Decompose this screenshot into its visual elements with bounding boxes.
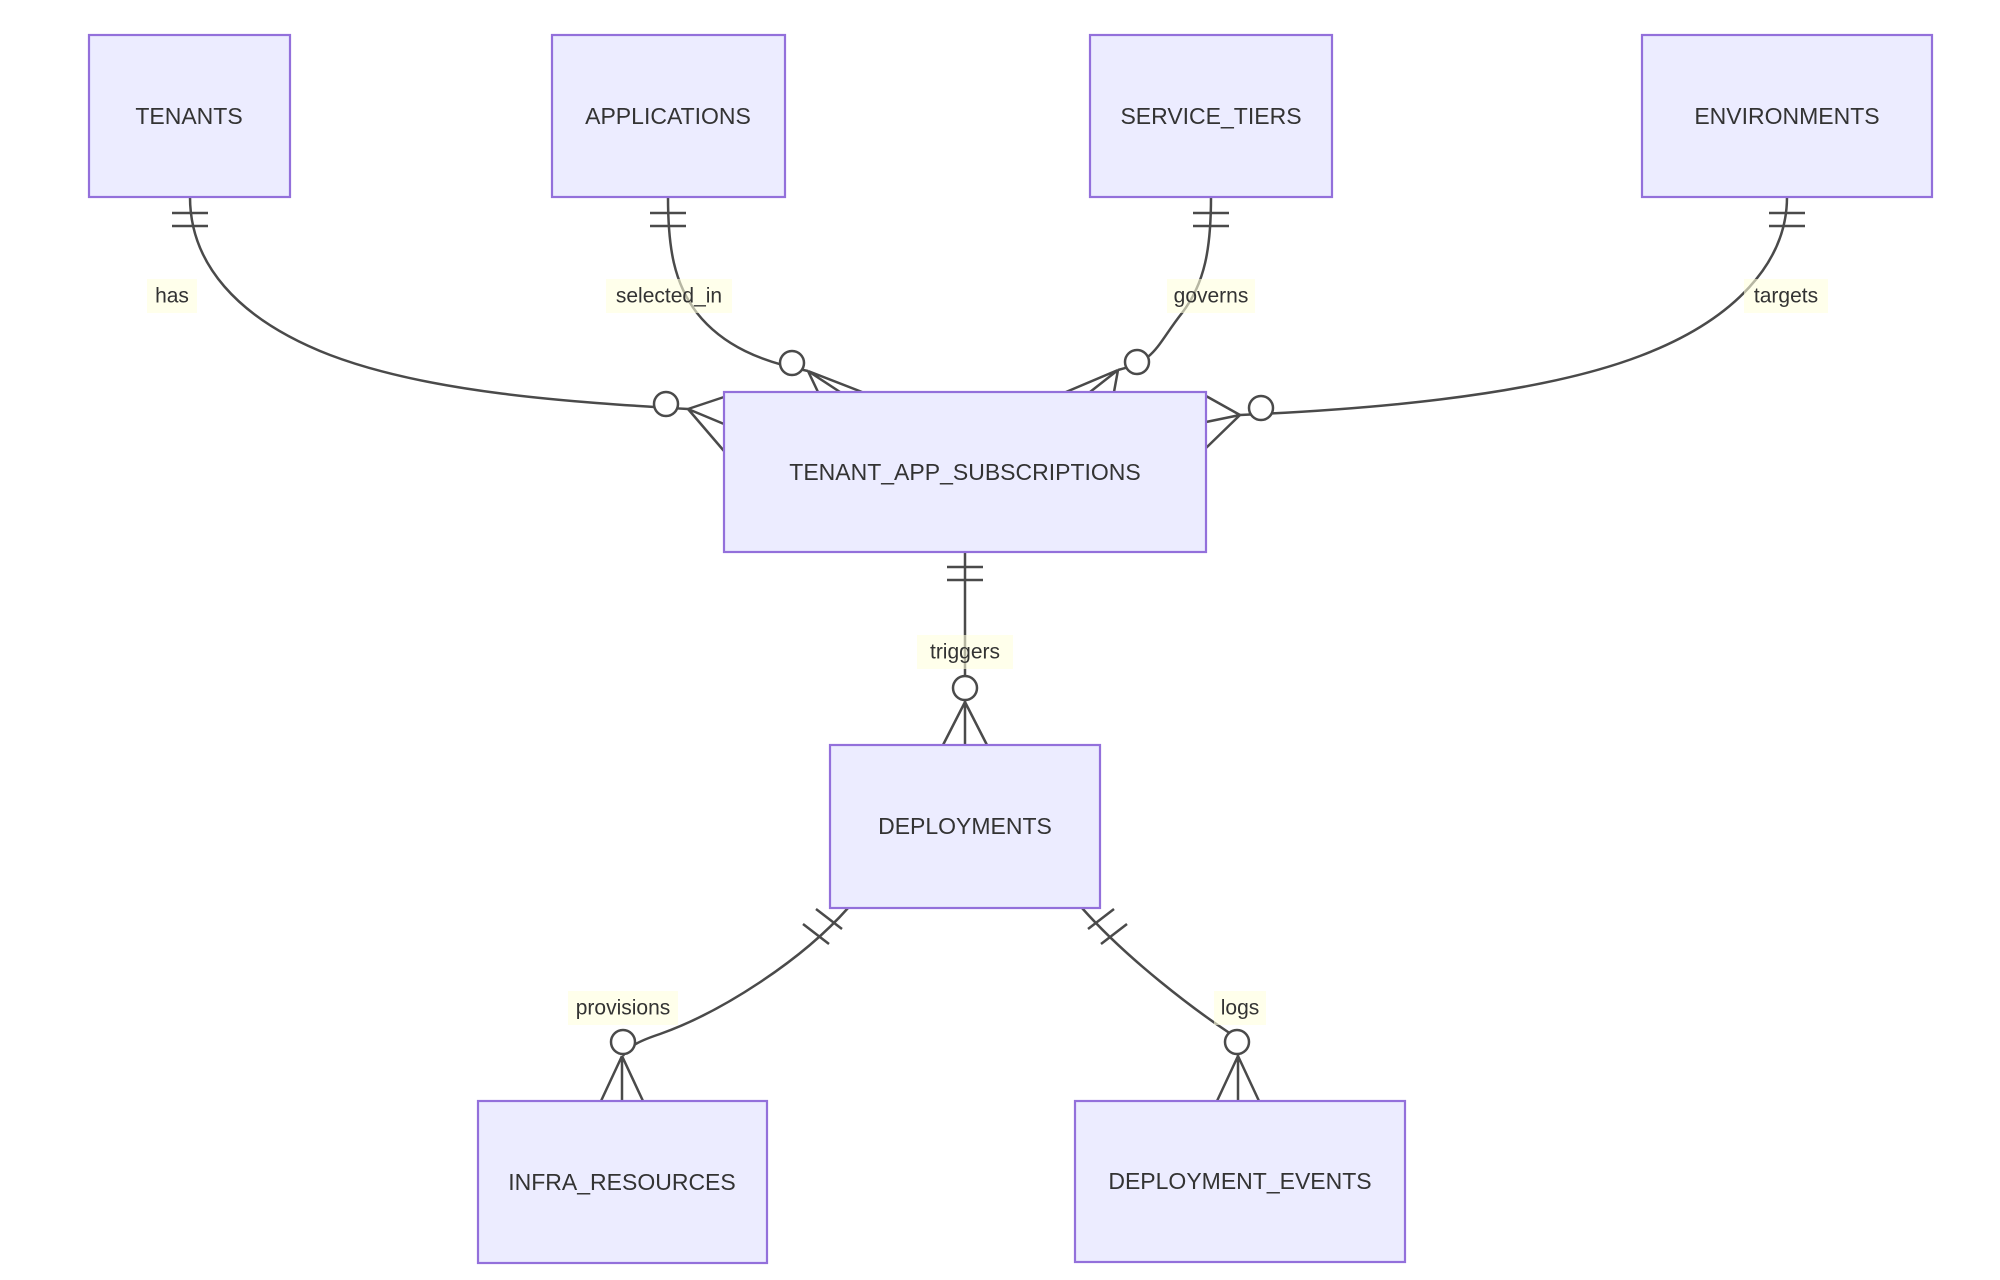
entity-applications: APPLICATIONS	[550, 33, 787, 199]
edge-has-line	[188, 196, 689, 411]
edge-provisions: provisions	[568, 907, 849, 1102]
exactly-one-icon	[802, 908, 843, 945]
exactly-one-icon	[1193, 211, 1229, 228]
entity-applications-label: APPLICATIONS	[585, 103, 751, 129]
exactly-one-icon	[1769, 211, 1805, 228]
edge-logs: logs	[1081, 907, 1266, 1102]
entity-infra-resources-box	[476, 1099, 769, 1265]
entity-deployments-label: DEPLOYMENTS	[878, 813, 1052, 839]
edge-provisions-label-bg	[568, 991, 678, 1025]
entity-tenants-box	[87, 33, 292, 199]
entity-deployments-box	[828, 743, 1102, 910]
edge-governs: governs	[1065, 196, 1255, 394]
edge-logs-line	[1081, 907, 1240, 1057]
edge-triggers: triggers	[917, 552, 1013, 746]
entity-deployments: DEPLOYMENTS	[828, 743, 1102, 910]
edge-has: has	[147, 196, 725, 452]
edge-logs-label-bg	[1214, 991, 1266, 1025]
exactly-one-icon	[1087, 908, 1128, 945]
edge-logs-label: logs	[1221, 997, 1260, 1020]
edge-selected-in-label-bg	[606, 279, 732, 313]
entity-environments-label: ENVIRONMENTS	[1694, 103, 1879, 129]
zero-or-many-icon	[941, 674, 989, 746]
exactly-one-icon	[172, 211, 208, 228]
entity-service-tiers-box	[1088, 33, 1334, 199]
entity-applications-box	[550, 33, 787, 199]
edge-targets-line	[1239, 196, 1789, 417]
entity-tenants: TENANTS	[87, 33, 292, 199]
entities: TENANTS APPLICATIONS SERVICE_TIERS ENVIR…	[87, 33, 1934, 1265]
exactly-one-icon	[947, 565, 983, 582]
edge-targets: targets	[1205, 196, 1828, 449]
zero-or-many-icon	[1215, 1028, 1261, 1102]
edge-triggers-label-bg	[917, 635, 1013, 669]
edge-governs-label-bg	[1167, 279, 1255, 313]
zero-or-many-icon	[1065, 348, 1151, 394]
entity-deployment-events: DEPLOYMENT_EVENTS	[1073, 1099, 1407, 1264]
zero-or-many-icon	[652, 390, 725, 452]
edge-selected-in: selected_in	[606, 196, 863, 394]
edge-targets-label-bg	[1744, 279, 1828, 313]
zero-or-many-icon	[1205, 394, 1275, 449]
edge-has-label: has	[155, 285, 189, 308]
edge-triggers-label: triggers	[930, 641, 1000, 664]
edge-has-label-bg	[147, 279, 197, 313]
entity-tenant-app-subscriptions: TENANT_APP_SUBSCRIPTIONS	[722, 390, 1208, 554]
entity-infra-resources: INFRA_RESOURCES	[476, 1099, 769, 1265]
zero-or-many-icon	[778, 349, 863, 394]
relationships: has selected_in	[147, 196, 1828, 1102]
entity-environments-box	[1640, 33, 1934, 199]
entity-infra-resources-label: INFRA_RESOURCES	[508, 1169, 735, 1195]
entity-tenant-app-subscriptions-box	[722, 390, 1208, 554]
exactly-one-icon	[650, 211, 686, 228]
entity-service-tiers: SERVICE_TIERS	[1088, 33, 1334, 199]
entity-tenant-app-subscriptions-label: TENANT_APP_SUBSCRIPTIONS	[789, 459, 1140, 485]
edge-governs-label: governs	[1174, 285, 1249, 308]
zero-or-many-icon	[599, 1028, 645, 1102]
edge-provisions-label: provisions	[576, 997, 671, 1020]
edge-selected-in-label: selected_in	[616, 285, 722, 308]
entity-service-tiers-label: SERVICE_TIERS	[1120, 103, 1301, 129]
entity-environments: ENVIRONMENTS	[1640, 33, 1934, 199]
edge-targets-label: targets	[1754, 285, 1818, 308]
edge-provisions-line	[621, 907, 849, 1057]
entity-deployment-events-label: DEPLOYMENT_EVENTS	[1108, 1168, 1371, 1194]
entity-tenants-label: TENANTS	[135, 103, 242, 129]
entity-deployment-events-box	[1073, 1099, 1407, 1264]
